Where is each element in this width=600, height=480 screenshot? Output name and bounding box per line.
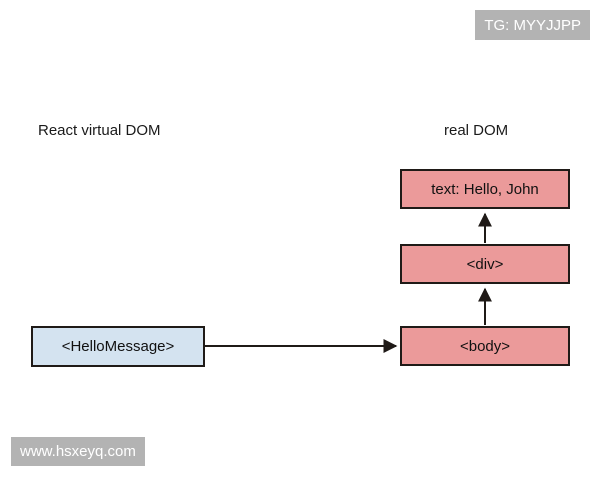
telegram-watermark-badge: TG: MYYJJPP xyxy=(475,10,590,40)
column-heading-virtual-dom: React virtual DOM xyxy=(38,122,161,139)
node-div: <div> xyxy=(400,244,570,284)
column-heading-real-dom: real DOM xyxy=(444,122,509,139)
node-body: <body> xyxy=(400,326,570,366)
node-hello-message: <HelloMessage> xyxy=(31,326,205,367)
site-watermark-badge: www.hsxeyq.com xyxy=(11,437,145,466)
node-text-hello-john: text: Hello, John xyxy=(400,169,570,209)
